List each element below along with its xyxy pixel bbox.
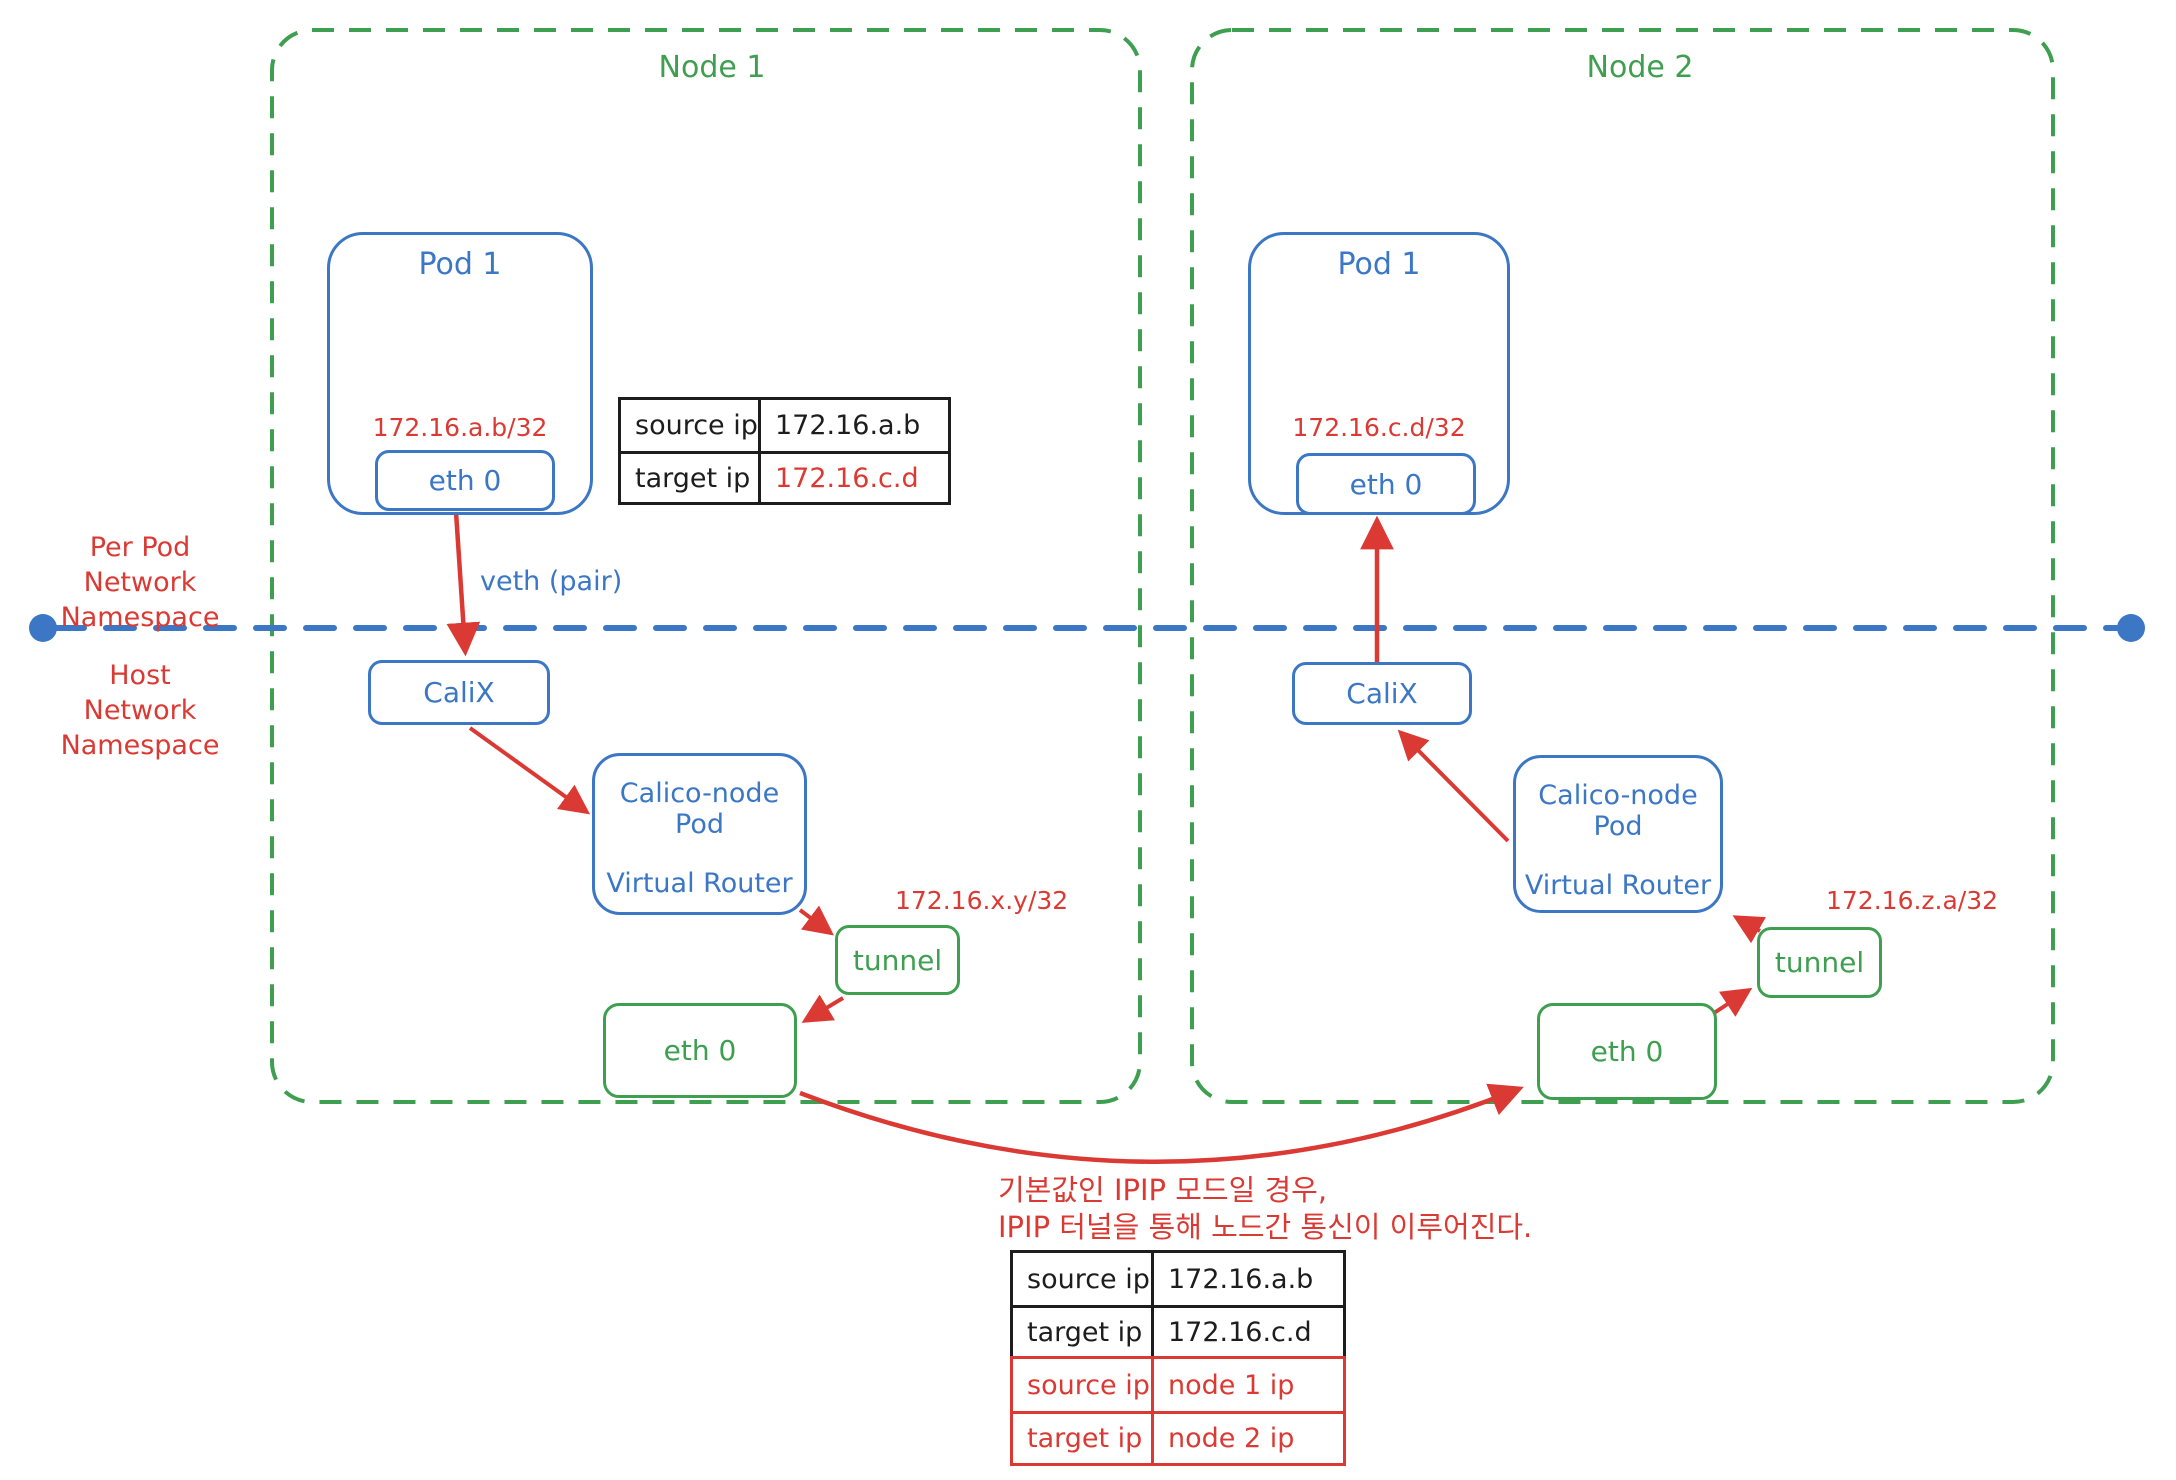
router-to-tunnel-arrow	[798, 905, 834, 936]
node1-pod-eth0: eth 0	[375, 450, 555, 511]
per-pod-namespace-label: Per Pod Network Namespace	[20, 530, 260, 635]
tunnel-table-row3-value: node 1 ip	[1151, 1359, 1343, 1411]
node2-host-eth0: eth 0	[1537, 1003, 1717, 1100]
node1-host-eth0: eth 0	[603, 1003, 797, 1098]
router-to-calix-arrow	[1397, 729, 1510, 843]
ipip-note: 기본값인 IPIP 모드일 경우, IPIP 터널을 통해 노드간 통신이 이루…	[998, 1172, 1532, 1246]
node2-virtual-router: Calico-node Pod Virtual Router	[1513, 755, 1723, 913]
host-label-line1: Host	[109, 660, 171, 691]
tunnel-table-row4-value: node 2 ip	[1151, 1411, 1343, 1463]
calix-to-router-arrow	[468, 726, 591, 815]
node2-pod-title: Pod 1	[1337, 247, 1421, 282]
node1-title: Node 1	[658, 50, 766, 85]
tunnel-table-row1-value: 172.16.a.b	[1151, 1253, 1343, 1305]
tunnel-table-row4-key: target ip	[1013, 1411, 1151, 1463]
node1-router-line1: Calico-node Pod	[619, 778, 780, 840]
node1-pod: Pod 1 172.16.a.b/32 eth 0	[327, 232, 593, 515]
node2-tunnel: tunnel	[1757, 927, 1882, 998]
node2-pod-ip-label: 172.16.c.d/32	[1292, 413, 1466, 442]
node1-boundary	[270, 28, 1142, 1104]
ipip-note-line2: IPIP 터널을 통해 노드간 통신이 이루어진다.	[998, 1210, 1533, 1244]
veth-arrow	[446, 511, 481, 657]
ipip-note-line1: 기본값인 IPIP 모드일 경우,	[998, 1173, 1328, 1207]
node2-pod-eth0: eth 0	[1296, 453, 1476, 515]
node1-router-line2: Virtual Router	[606, 868, 793, 899]
pod-table-target-key: target ip	[621, 451, 758, 502]
node1-pod-ip-label: 172.16.a.b/32	[372, 413, 548, 442]
pod-table-target-value: 172.16.c.d	[758, 451, 948, 502]
node2-boundary	[1190, 28, 2055, 1104]
node1-virtual-router: Calico-node Pod Virtual Router	[592, 753, 807, 915]
pod-packet-table: source ip 172.16.a.b target ip 172.16.c.…	[618, 397, 951, 505]
tunnel-table-row1-key: source ip	[1027, 1263, 1150, 1295]
tunnel-packet-table-outer: source ip node 1 ip target ip node 2 ip	[1010, 1356, 1346, 1466]
tunnel-table-row2-value: 172.16.c.d	[1151, 1305, 1343, 1357]
node1-tunnel: tunnel	[835, 925, 960, 995]
tunnel-to-router-arrow	[1732, 915, 1766, 944]
hosteth-to-tunnel-arrow	[1712, 987, 1753, 1017]
node2-tunnel-ip-label: 172.16.z.a/32	[1826, 886, 1999, 915]
node2-router-line1: Calico-node Pod	[1538, 780, 1698, 842]
node1-pod-title: Pod 1	[418, 247, 502, 282]
pod-table-source-value: 172.16.a.b	[758, 400, 948, 451]
pod-table-source-key: source ip	[635, 410, 758, 441]
node2-router-line2: Virtual Router	[1524, 870, 1712, 901]
ipip-cross-node-arrow	[799, 1083, 1524, 1164]
tunnel-packet-table-inner: source ip 172.16.a.b target ip 172.16.c.…	[1010, 1250, 1346, 1360]
node2-title: Node 2	[1586, 50, 1694, 85]
per-pod-label-line2: Network Namespace	[60, 567, 220, 633]
tunnel-to-hosteth-arrow	[801, 994, 845, 1023]
node1-tunnel-ip-label: 172.16.x.y/32	[895, 886, 1069, 915]
host-namespace-label: Host Network Namespace	[20, 658, 260, 763]
node2-pod: Pod 1 172.16.c.d/32 eth 0	[1248, 232, 1510, 515]
node1-calix: CaliX	[368, 660, 550, 725]
tunnel-table-row2-key: target ip	[1013, 1305, 1151, 1357]
divider-endpoint-dot-right	[2117, 614, 2145, 642]
veth-pair-label: veth (pair)	[480, 566, 623, 597]
per-pod-label-line1: Per Pod	[89, 532, 191, 563]
host-label-line2: Network Namespace	[60, 695, 220, 761]
node2-calix: CaliX	[1292, 662, 1472, 725]
tunnel-table-row3-key: source ip	[1027, 1369, 1150, 1401]
